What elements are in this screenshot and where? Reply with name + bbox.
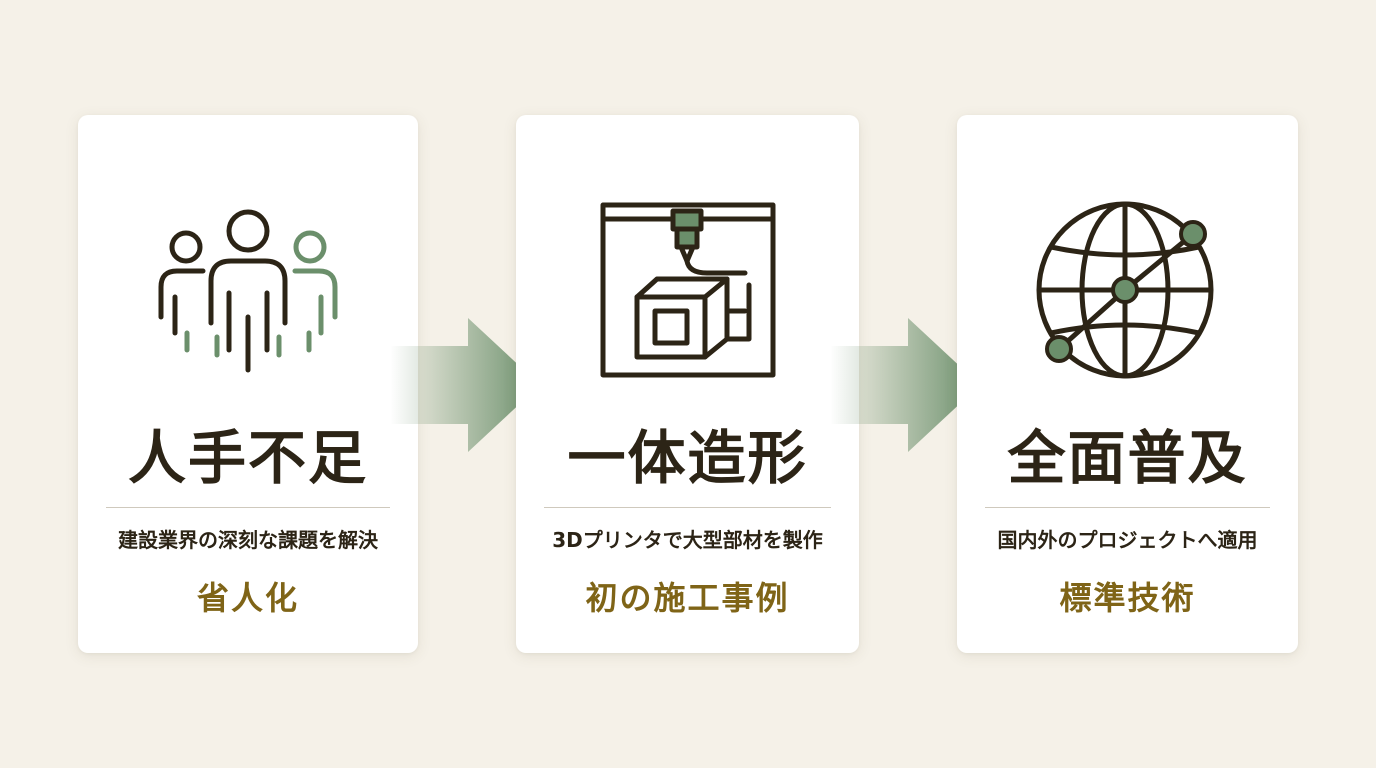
step-keyword: 標準技術: [1059, 579, 1196, 617]
step-title: 一体造形: [567, 424, 808, 492]
step-keyword: 初の施工事例: [585, 579, 790, 617]
step-title: 人手不足: [127, 424, 368, 492]
arrow-right-icon: [830, 318, 980, 452]
step-title: 全面普及: [1007, 424, 1248, 492]
people-group-icon: [78, 195, 418, 385]
step-description: 3Dプリンタで大型部材を製作: [552, 528, 823, 552]
divider: [544, 507, 831, 508]
divider: [985, 507, 1270, 508]
step-keyword: 省人化: [196, 579, 299, 617]
step-description: 建設業界の深刻な課題を解決: [118, 528, 378, 552]
3d-printer-icon: [516, 195, 859, 385]
step-card-labor-shortage: 人手不足 建設業界の深刻な課題を解決 省人化: [78, 115, 418, 653]
step-card-full-adoption: 全面普及 国内外のプロジェクトへ適用 標準技術: [957, 115, 1298, 653]
divider: [106, 507, 390, 508]
arrow-right-icon: [390, 318, 540, 452]
step-card-integrated-molding: 一体造形 3Dプリンタで大型部材を製作 初の施工事例: [516, 115, 859, 653]
step-description: 国内外のプロジェクトへ適用: [997, 528, 1258, 552]
globe-network-icon: [957, 195, 1298, 385]
